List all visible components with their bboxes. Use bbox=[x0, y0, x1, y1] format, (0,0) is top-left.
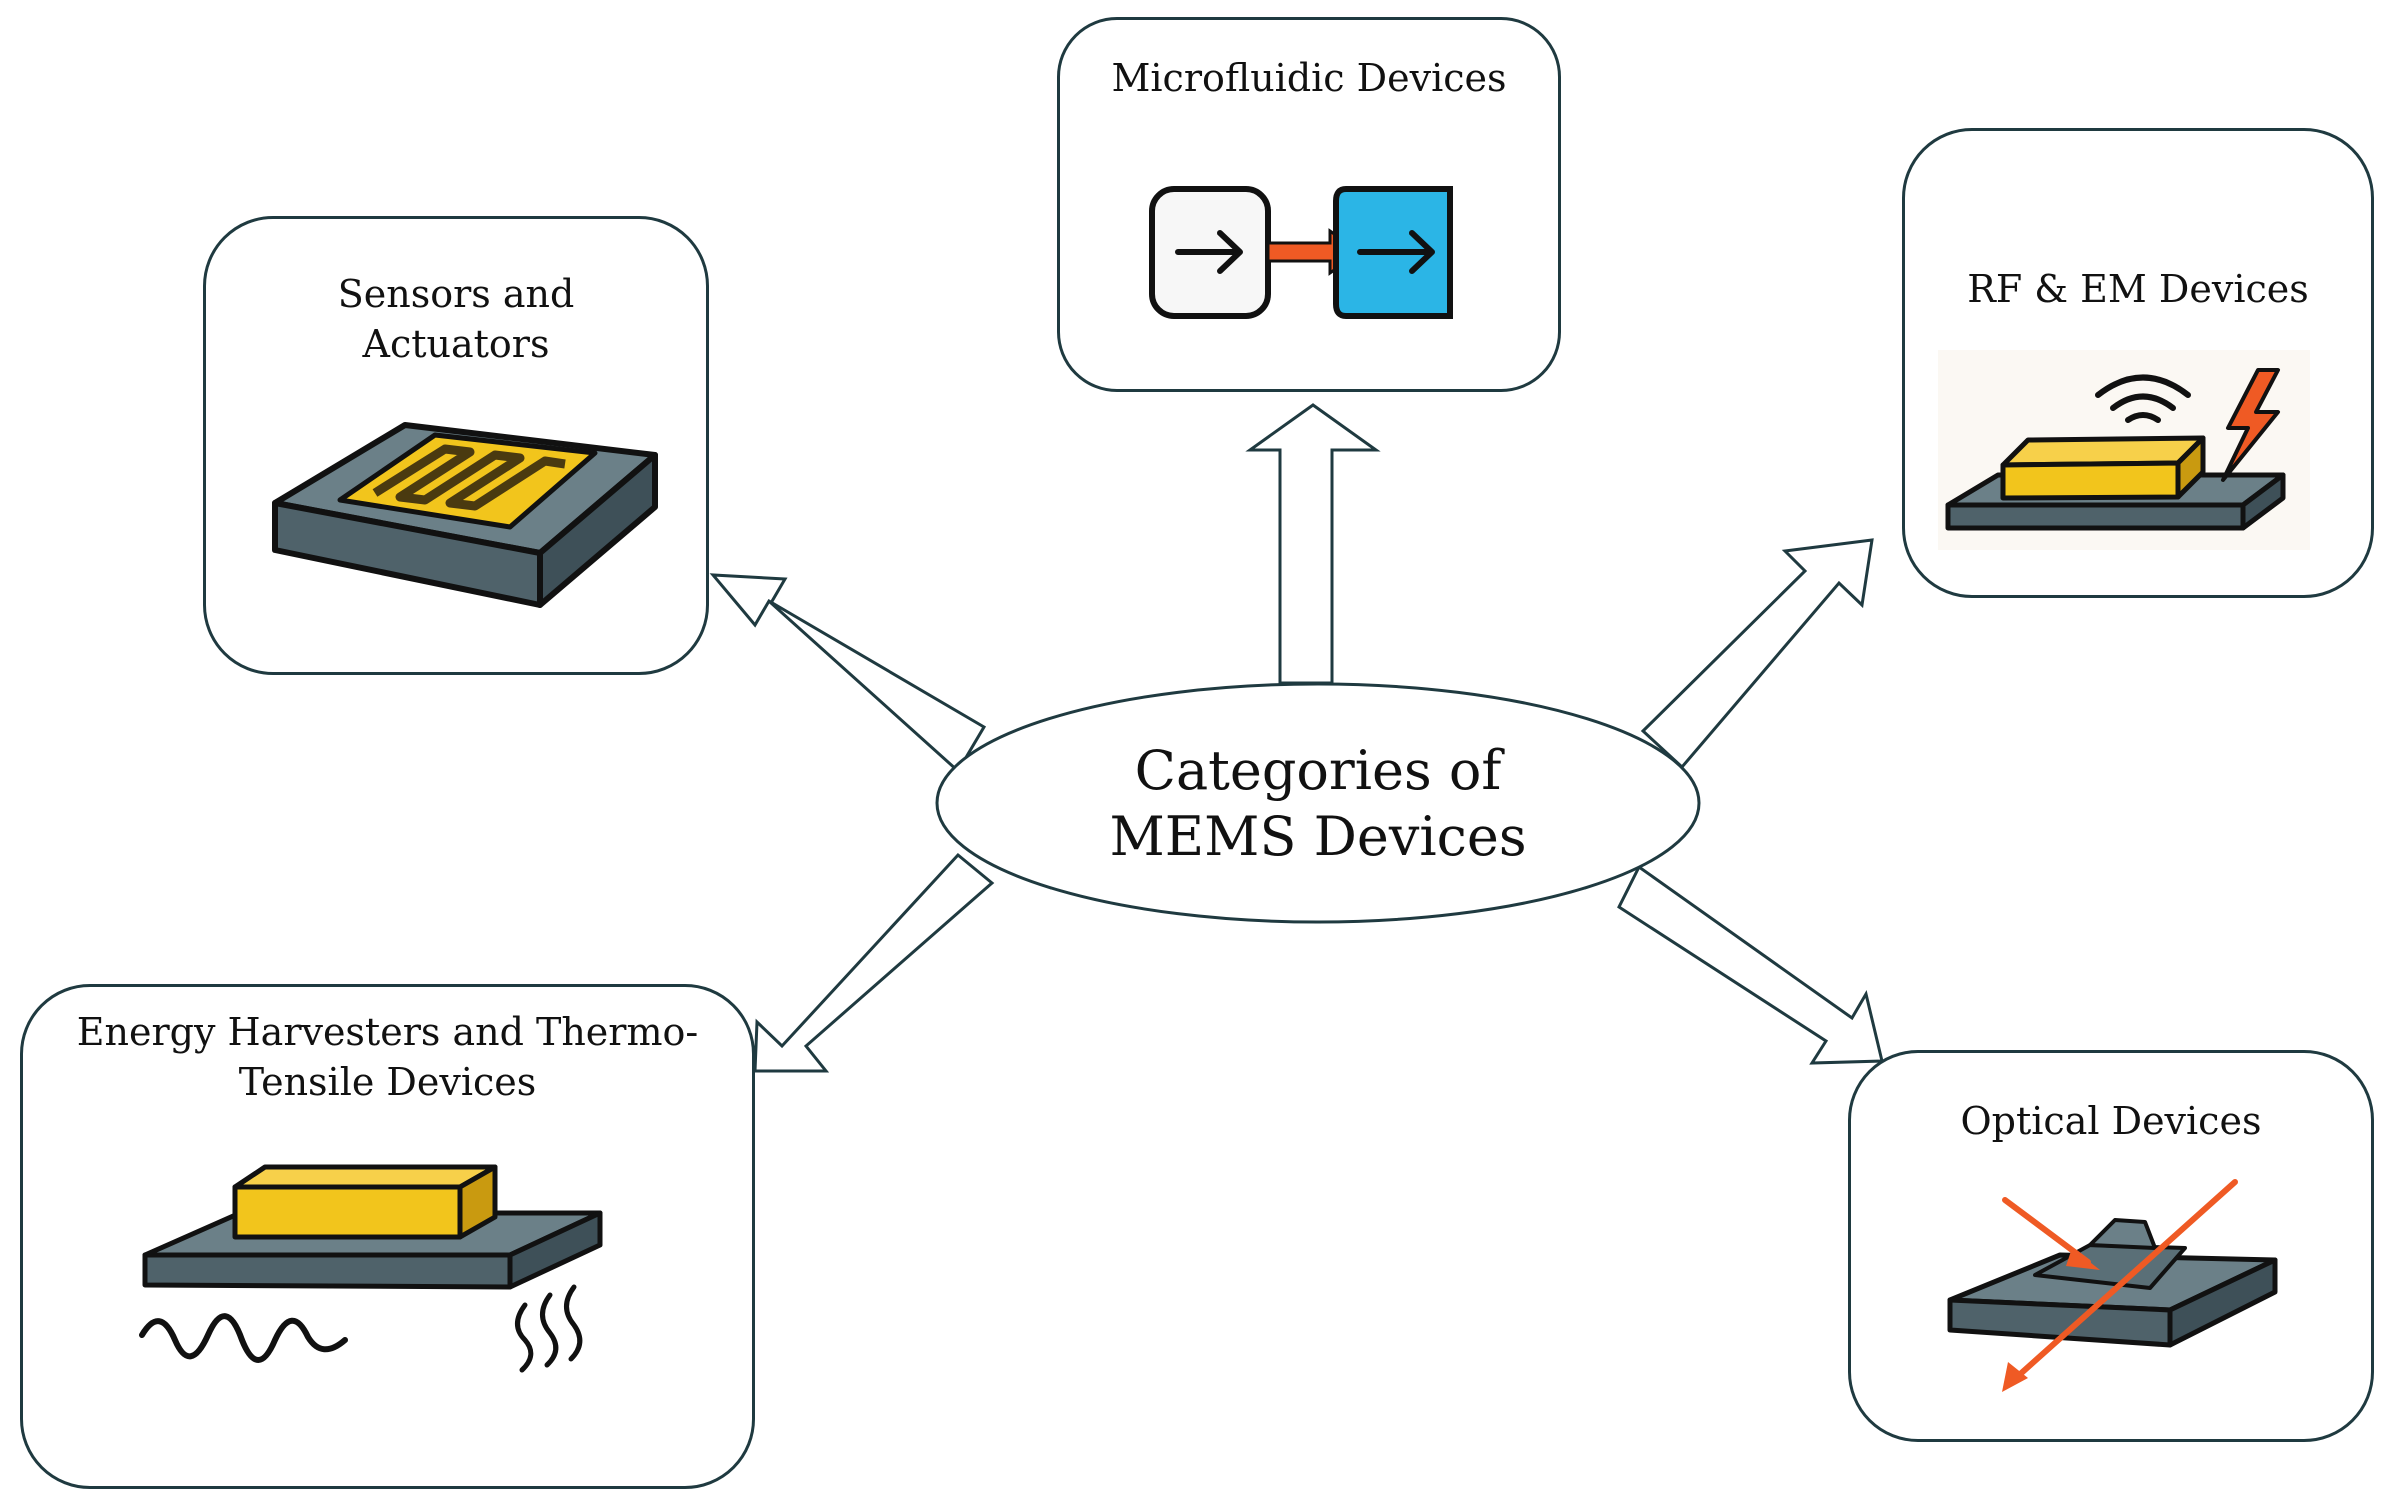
arrow-to-rf-em bbox=[1640, 538, 1874, 770]
category-label-rf-em: RF & EM Devices bbox=[1967, 267, 2309, 311]
arrow-to-optical bbox=[1617, 864, 1884, 1065]
category-label-microfluidic: Microfluidic Devices bbox=[1111, 56, 1507, 100]
arrow-to-energy bbox=[753, 852, 995, 1073]
center-title: Categories of MEMS Devices bbox=[1109, 739, 1527, 868]
arrow-to-microfluidic bbox=[1245, 403, 1381, 685]
energy-harvester-icon bbox=[139, 1164, 603, 1373]
category-card-microfluidic bbox=[1057, 17, 1561, 392]
rf-em-device-icon bbox=[1938, 350, 2310, 550]
optical-device-icon bbox=[1947, 1179, 2278, 1392]
microfluidic-channel-icon bbox=[1149, 186, 1453, 319]
category-label-energy: Energy Harvesters and Thermo- Tensile De… bbox=[76, 1010, 699, 1104]
category-label-optical: Optical Devices bbox=[1960, 1099, 2262, 1143]
category-label-sensors: Sensors and Actuators bbox=[337, 272, 575, 366]
arrow-to-sensors bbox=[709, 573, 987, 774]
center-ellipse bbox=[935, 682, 1701, 924]
sensor-chip-icon bbox=[272, 422, 658, 608]
